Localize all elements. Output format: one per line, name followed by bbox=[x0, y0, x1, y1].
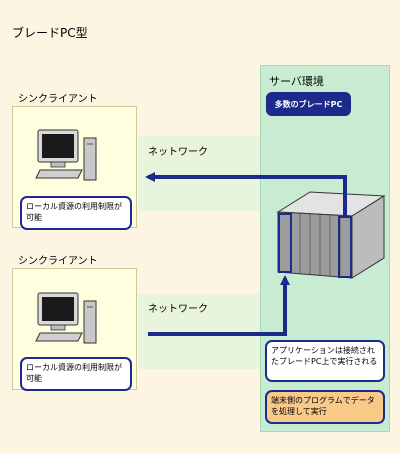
network-band-2 bbox=[138, 294, 262, 369]
client-note-2: ローカル資源の利用制限が可能 bbox=[20, 357, 132, 391]
connection-arrow-2 bbox=[148, 275, 290, 336]
network-band-1 bbox=[138, 136, 262, 211]
desktop-pc-icon bbox=[35, 292, 97, 344]
blade-server-icon bbox=[276, 191, 386, 279]
execution-note: アプリケーションは接続されたブレードPC上で実行される bbox=[265, 340, 385, 382]
thin-client-label-2: シンクライアント bbox=[18, 256, 98, 267]
thin-client-label-1: シンクライアント bbox=[18, 94, 98, 105]
processing-note: 端末側のプログラムでデータを処理して実行 bbox=[265, 390, 385, 424]
diagram-title: ブレードPC型 bbox=[12, 26, 88, 40]
blade-pc-badge: 多数のブレードPC bbox=[266, 92, 351, 116]
network-label-2: ネットワーク bbox=[148, 304, 208, 315]
client-note-1: ローカル資源の利用制限が可能 bbox=[20, 196, 132, 230]
desktop-pc-icon bbox=[35, 129, 97, 181]
server-environment-title: サーバ環境 bbox=[269, 75, 324, 88]
connection-arrow-1 bbox=[145, 172, 347, 217]
network-label-1: ネットワーク bbox=[148, 147, 208, 158]
